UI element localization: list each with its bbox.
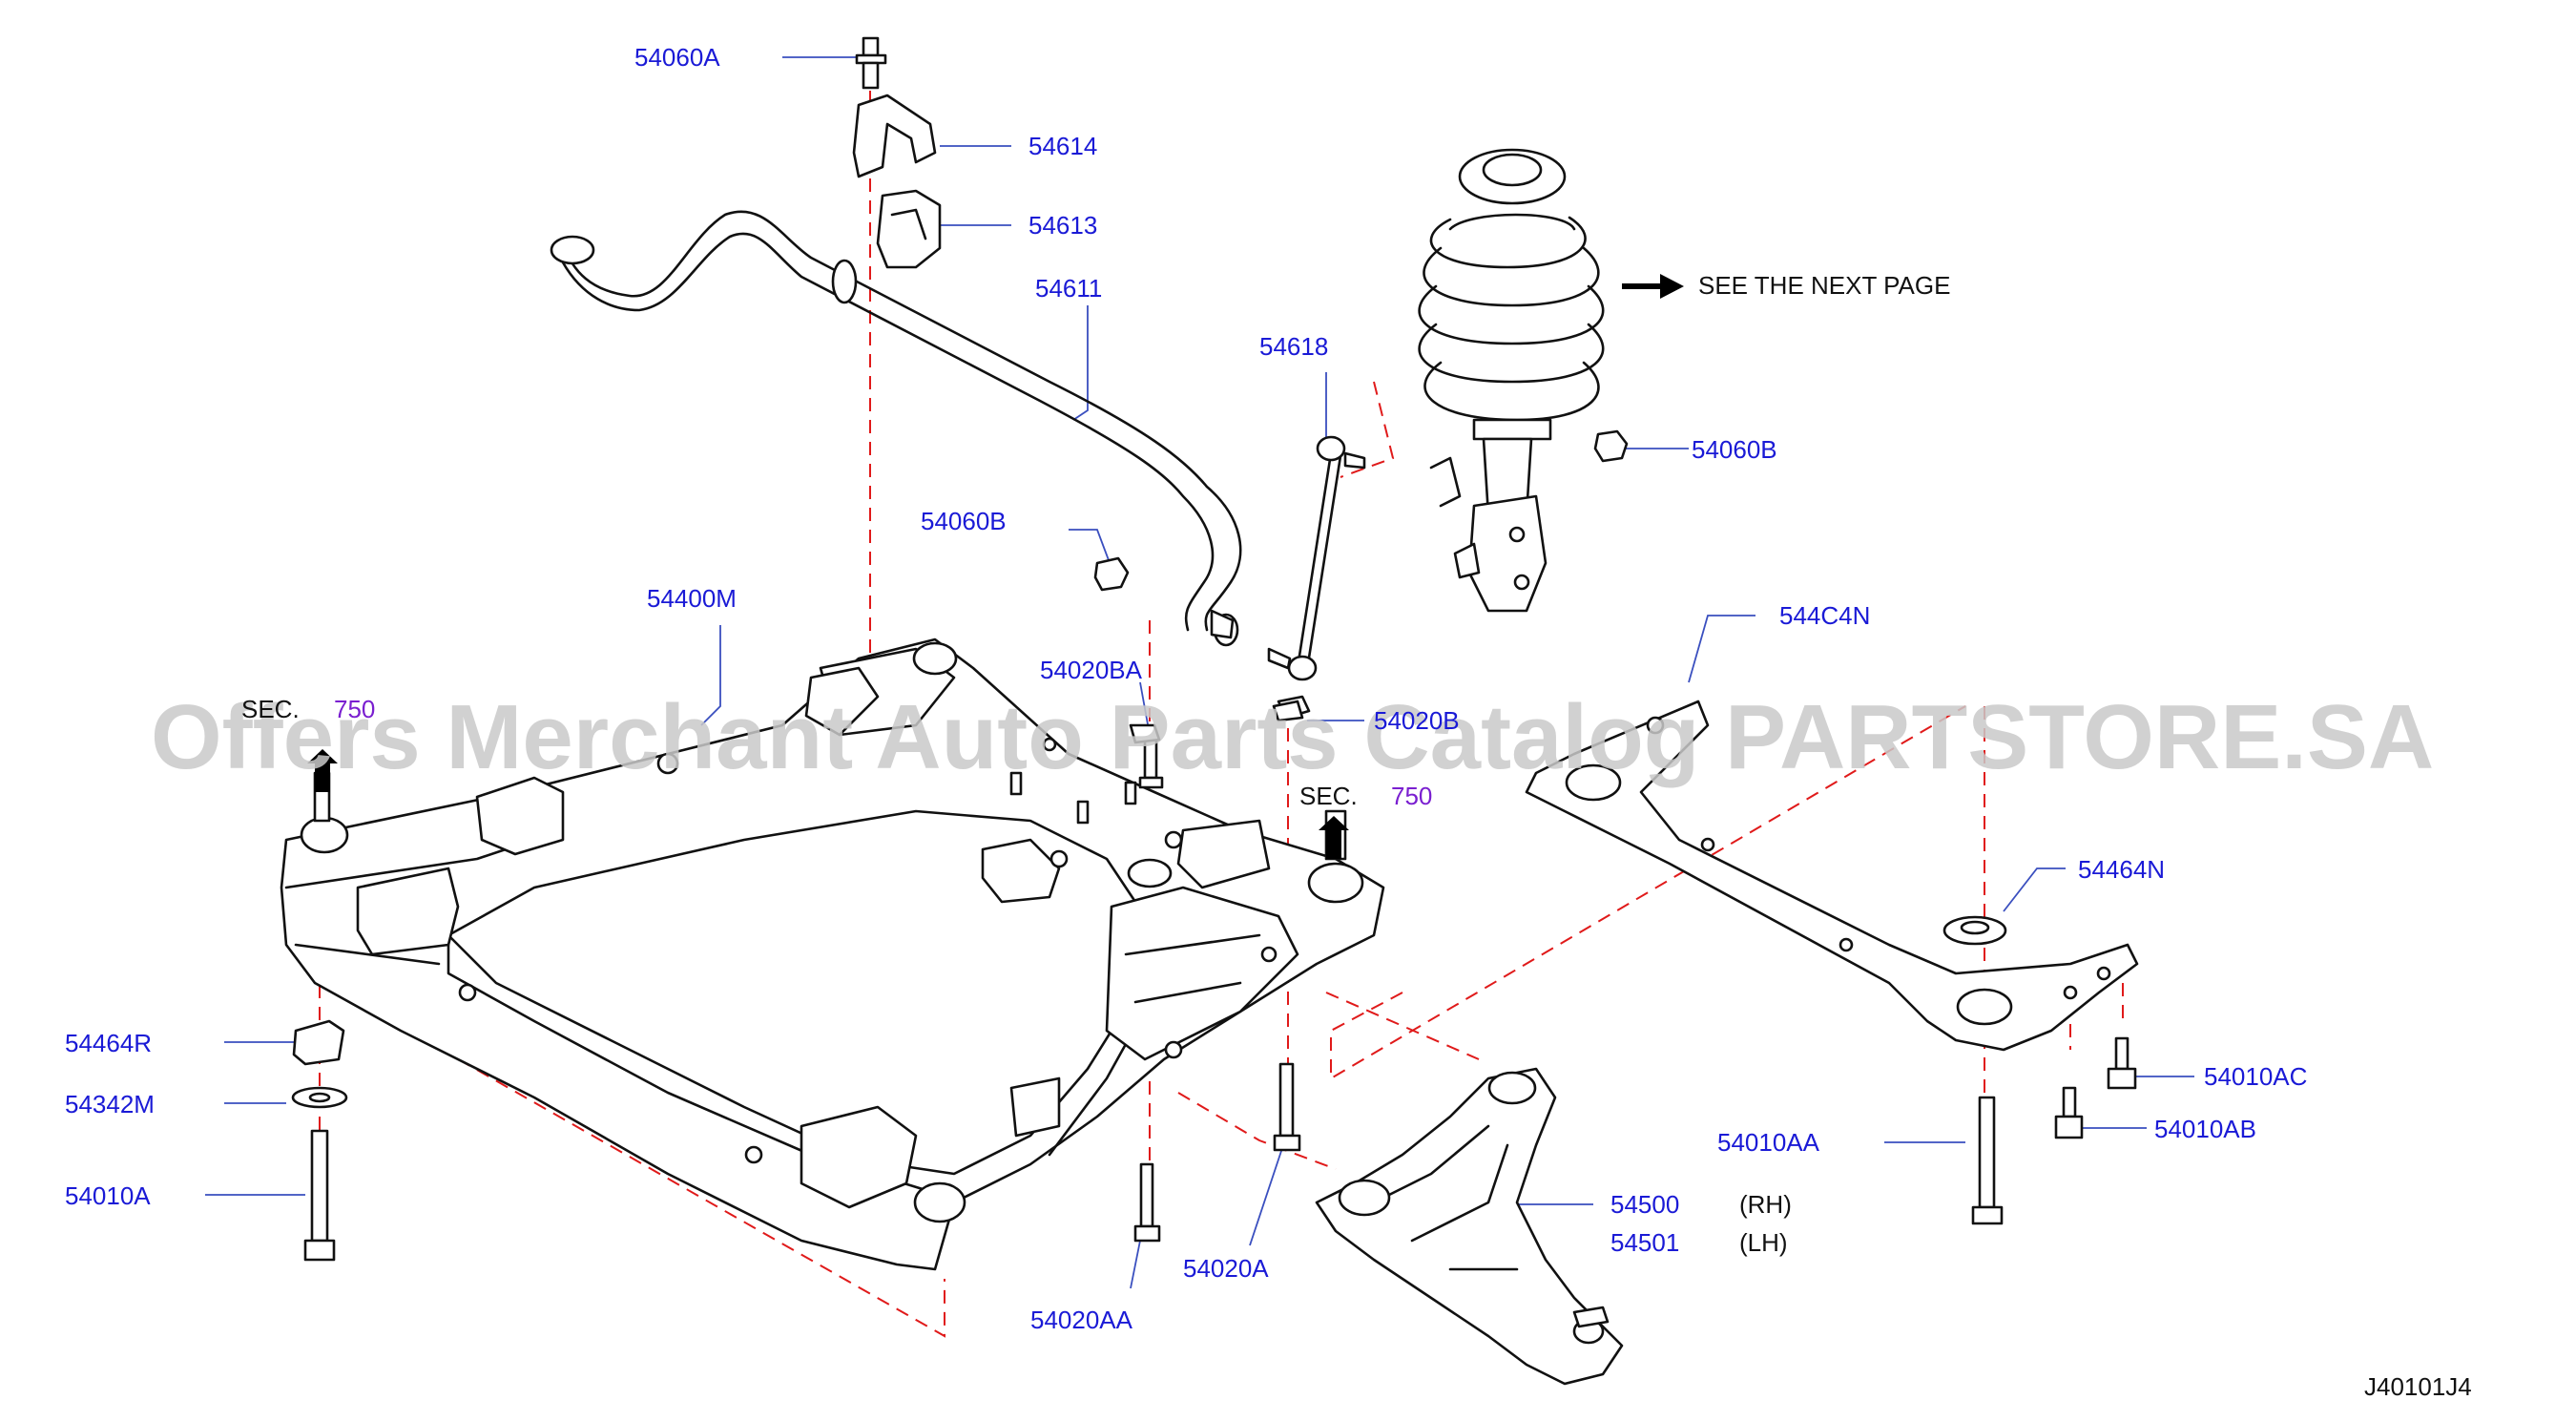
stabilizer-link xyxy=(1267,435,1366,720)
label-54020a[interactable]: 54020A xyxy=(1183,1254,1269,1283)
washer-54464n xyxy=(1942,915,2007,946)
leader-lines xyxy=(205,56,2194,1289)
label-54020b[interactable]: 54020B xyxy=(1374,706,1460,735)
part-labels: 54060A 54614 54613 54611 54618 54060B 54… xyxy=(65,43,2307,1334)
stabilizer-bar xyxy=(550,210,1242,647)
label-54010aa[interactable]: 54010AA xyxy=(1717,1128,1820,1157)
section-arrow-left xyxy=(307,749,338,792)
label-54060a[interactable]: 54060A xyxy=(634,43,720,72)
section-ref-right-number[interactable]: 750 xyxy=(1391,782,1432,810)
side-label-lh: (LH) xyxy=(1739,1228,1788,1257)
bolts xyxy=(1129,700,2137,1243)
label-54010ac[interactable]: 54010AC xyxy=(2204,1062,2307,1091)
label-54400m[interactable]: 54400M xyxy=(647,584,737,613)
lower-arm xyxy=(1315,1067,1624,1386)
label-54464n[interactable]: 54464N xyxy=(2078,855,2165,884)
label-54020aa[interactable]: 54020AA xyxy=(1030,1306,1133,1334)
section-arrows xyxy=(307,749,1349,859)
label-54060b-top[interactable]: 54060B xyxy=(1692,435,1777,464)
label-54611[interactable]: 54611 xyxy=(1035,274,1102,303)
label-54060b-left[interactable]: 54060B xyxy=(921,507,1007,535)
strut-assembly xyxy=(1418,148,1605,613)
label-54614[interactable]: 54614 xyxy=(1028,132,1097,160)
alignment-lines xyxy=(319,91,2124,1338)
label-54010ab[interactable]: 54010AB xyxy=(2154,1115,2256,1143)
label-54342m[interactable]: 54342M xyxy=(65,1090,155,1118)
stabilizer-mount-parts xyxy=(852,36,942,269)
front-crossmember xyxy=(1525,700,2139,1052)
section-ref-left-label: SEC. xyxy=(241,695,300,723)
section-ref-right-label: SEC. xyxy=(1299,782,1358,810)
label-54010a[interactable]: 54010A xyxy=(65,1181,151,1210)
section-ref-left-number[interactable]: 750 xyxy=(334,695,375,723)
label-54464r[interactable]: 54464R xyxy=(65,1029,152,1057)
label-54020ba[interactable]: 54020BA xyxy=(1040,656,1143,684)
annotations: (RH) (LH) SEE THE NEXT PAGE SEC. 750 SEC… xyxy=(241,271,2472,1401)
watermark-text: Offers Merchant Auto Parts Catalog PARTS… xyxy=(151,686,2434,788)
next-page-arrow xyxy=(1622,274,1684,299)
side-label-rh: (RH) xyxy=(1739,1190,1792,1219)
diagram-id: J40101J4 xyxy=(2364,1372,2472,1401)
section-arrow-right xyxy=(1319,816,1349,859)
label-54618[interactable]: 54618 xyxy=(1259,332,1328,361)
left-mount-stack xyxy=(291,1019,348,1262)
label-54613[interactable]: 54613 xyxy=(1028,211,1097,240)
label-54500[interactable]: 54500 xyxy=(1610,1190,1679,1219)
next-page-note: SEE THE NEXT PAGE xyxy=(1698,271,1950,300)
label-544c4n[interactable]: 544C4N xyxy=(1779,601,1870,630)
label-54501[interactable]: 54501 xyxy=(1610,1228,1679,1257)
nuts xyxy=(1093,429,1629,639)
front-subframe xyxy=(280,637,1385,1271)
